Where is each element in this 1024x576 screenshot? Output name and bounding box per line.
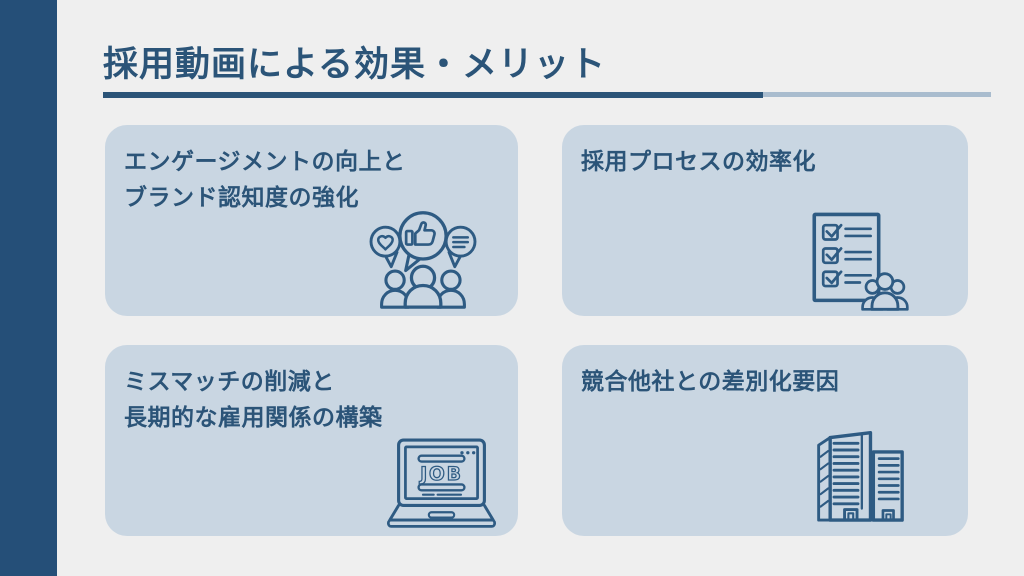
card-title-line: 長期的な雇用関係の構築 — [124, 404, 383, 430]
people-group-icon — [861, 272, 909, 311]
checklist-people-icon — [812, 212, 909, 311]
title-underline-light — [763, 92, 991, 97]
card-title-line: エンゲージメントの向上と — [124, 148, 406, 174]
card-title-line: ブランド認知度の強化 — [124, 184, 359, 210]
thumbs-up-bubble-icon — [398, 211, 448, 273]
checklist-rows — [821, 223, 872, 288]
card-process-title: 採用プロセスの効率化 — [562, 125, 968, 179]
card-title-line: ミスマッチの削減と — [124, 368, 335, 394]
left-accent-bar — [0, 0, 57, 576]
office-buildings-icon — [817, 431, 904, 522]
right-tower — [871, 450, 904, 522]
heart-bubble-icon — [369, 225, 402, 269]
comment-bubble-icon — [444, 225, 477, 269]
card-process-efficiency: 採用プロセスの効率化 — [562, 125, 968, 316]
people-group-icon — [380, 264, 466, 309]
social-engagement-icon — [369, 211, 477, 309]
card-mismatch-title: ミスマッチの削減と 長期的な雇用関係の構築 — [105, 345, 518, 435]
card-title-line: 採用プロセスの効率化 — [581, 148, 816, 174]
card-mismatch-reduction: ミスマッチの削減と 長期的な雇用関係の構築 JOB — [105, 345, 518, 536]
laptop-job-icon: JOB — [386, 438, 497, 528]
title-underline-dark — [103, 92, 763, 98]
screen-dots — [460, 451, 476, 455]
left-tower — [817, 431, 873, 522]
card-engagement: エンゲージメントの向上と ブランド認知度の強化 — [105, 125, 518, 316]
card-title-line: 競合他社との差別化要因 — [581, 368, 840, 394]
card-differentiation: 競合他社との差別化要因 — [562, 345, 968, 536]
laptop-screen-label: JOB — [418, 464, 463, 485]
card-engagement-title: エンゲージメントの向上と ブランド認知度の強化 — [105, 125, 518, 215]
card-differentiation-title: 競合他社との差別化要因 — [562, 345, 968, 399]
page-title: 採用動画による効果・メリット — [103, 45, 606, 84]
